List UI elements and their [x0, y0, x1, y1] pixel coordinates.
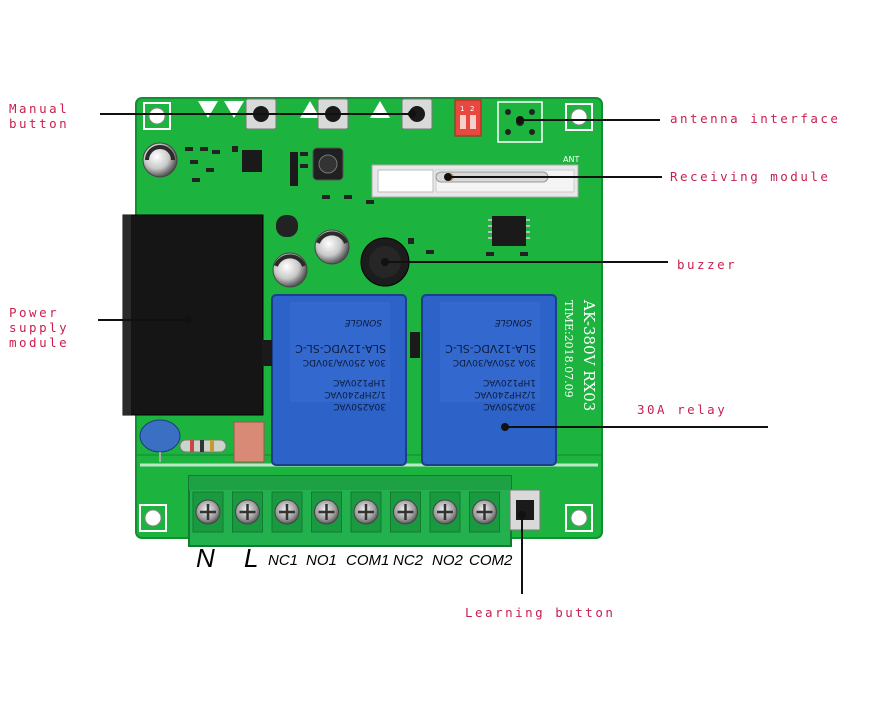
mounting-hole-icon: [139, 504, 167, 532]
transistor: [276, 215, 298, 237]
relay-brand: SONGLE: [494, 317, 532, 327]
mounting-hole-icon: [143, 102, 171, 130]
leader-dots: [184, 110, 526, 519]
leader-lines: [98, 113, 768, 594]
capacitor: [272, 252, 308, 288]
fuse: [233, 421, 265, 463]
learning-button[interactable]: [509, 489, 541, 531]
terminal-screw-icon[interactable]: [192, 491, 224, 533]
ic-chip: [242, 150, 262, 172]
arrow-down-icon: [198, 101, 218, 118]
relay-spec: 30A 250VA/30VDC: [303, 357, 386, 367]
relay-1-text: 30A250VAC 1/2HP240VAC 1HP120VAC 30A 250V…: [295, 317, 386, 411]
terminal-label-no1: NO1: [306, 552, 337, 569]
board-date-label: TIME:2018.07.09: [562, 300, 575, 398]
transistor: [410, 332, 420, 358]
terminal-screw-icon[interactable]: [390, 491, 421, 533]
relay-spec: 1HP120VAC: [333, 377, 386, 387]
terminal-label-l: L: [244, 543, 259, 573]
power-supply-module: [122, 214, 264, 416]
relay-spec: 1/2HP240VAC: [324, 389, 386, 399]
receiving-module: [371, 164, 579, 198]
relay-spec: 30A250VAC: [333, 401, 386, 411]
resistor: [179, 439, 227, 453]
capacitor: [142, 142, 178, 178]
manual-button-3[interactable]: [401, 98, 433, 130]
mounting-hole-icon: [565, 504, 593, 532]
relay-model: SLA-12VDC-SL-C: [445, 342, 536, 355]
terminal-label-nc2: NC2: [393, 552, 424, 569]
relay-1: [271, 294, 407, 466]
relay-2-text: 30A250VAC 1/2HP240VAC 1HP120VAC 30A 250V…: [445, 317, 536, 411]
transistor: [262, 340, 272, 366]
callout-manual-button: Manual button: [9, 101, 70, 131]
relay-brand: SONGLE: [344, 317, 382, 327]
decoder-chip: [492, 216, 526, 246]
terminal-label-no2: NO2: [432, 552, 463, 569]
callout-learning-button: Learning button: [465, 605, 616, 620]
callout-relay: 30A relay: [637, 402, 728, 417]
power-supply-edge: [123, 215, 131, 415]
callout-receiving-module: Receiving module: [670, 169, 831, 184]
capacitor: [314, 229, 350, 265]
decoder-chip-pins: [488, 219, 530, 239]
relay-spec: 1/2HP240VAC: [474, 389, 536, 399]
dip-number: 2: [470, 105, 474, 113]
terminal-screw-icon[interactable]: [429, 491, 461, 533]
terminal-screw-icon[interactable]: [469, 491, 500, 533]
relay-2: [421, 294, 557, 466]
relay-model: SLA-12VDC-SL-C: [295, 342, 386, 355]
terminal-screw-icon[interactable]: [232, 491, 263, 533]
dip-number: 1: [460, 105, 464, 113]
smd-components: [185, 146, 528, 256]
transistor: [290, 152, 298, 186]
terminal-screws: [192, 491, 500, 533]
dip-switch[interactable]: [454, 99, 482, 137]
relay-spec: 30A250VAC: [483, 401, 536, 411]
terminal-label-com2: COM2: [469, 552, 513, 569]
callout-antenna-interface: antenna interface: [670, 111, 841, 126]
terminal-screw-icon[interactable]: [311, 491, 342, 533]
terminal-label-nc1: NC1: [268, 552, 299, 569]
callout-buzzer: buzzer: [677, 257, 738, 272]
terminal-label-n: N: [196, 543, 215, 573]
terminal-screw-icon[interactable]: [271, 491, 303, 533]
relay-spec: 1HP120VAC: [483, 377, 536, 387]
terminal-screw-icon[interactable]: [350, 491, 382, 533]
inductor-core: [318, 154, 338, 174]
ant-label: ANT: [563, 155, 579, 164]
arrow-down-icon: [224, 101, 244, 118]
board-model-label: AK-380V RX03: [580, 299, 598, 411]
terminal-label-com1: COM1: [346, 552, 390, 569]
relay-spec: 30A 250VA/30VDC: [453, 357, 536, 367]
varistor: [139, 419, 181, 462]
callout-power-supply-module: Power supply module: [9, 305, 70, 350]
